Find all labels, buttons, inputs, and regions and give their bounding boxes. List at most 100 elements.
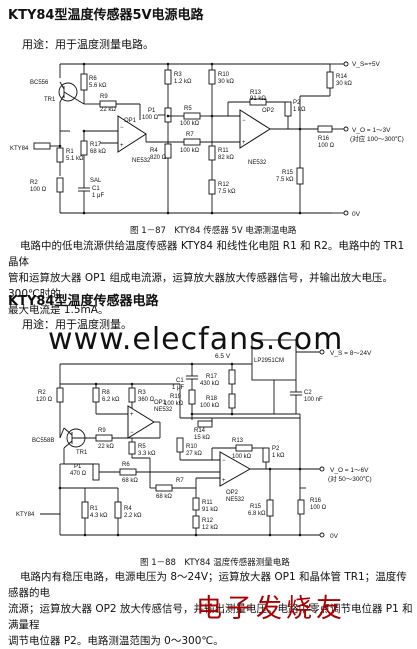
resistor-r13-2 (235, 444, 253, 452)
svg-text:+: + (120, 143, 124, 149)
label-kty84-2: KTY84 (16, 512, 35, 518)
value-p1: 100 Ω (142, 115, 159, 121)
value-r3: 1.2 kΩ (174, 79, 192, 85)
label-r2-2: R2 (38, 390, 46, 396)
label-r3: R3 (174, 72, 182, 78)
label-r17-2: R17 (206, 374, 218, 380)
label-vs: V_S=+5V (352, 61, 380, 68)
resistor-r16 (317, 125, 333, 133)
label-r10-2: R10 (186, 444, 198, 450)
label-r14-2: R14 (194, 428, 206, 434)
resistor-r1 (56, 147, 64, 163)
value-p1-2: 470 Ω (70, 471, 87, 477)
value-r12: 7.5 kΩ (218, 189, 236, 195)
label-p1: P1 (148, 108, 156, 114)
label-kty84: KTY84 (10, 146, 29, 152)
label-r9: R9 (100, 94, 108, 100)
resistor-r7-2 (155, 484, 173, 492)
value-r13: 91 kΩ (250, 96, 266, 102)
label-tr1-2: TR1 (76, 450, 88, 456)
regulator-lp2951 (251, 339, 297, 381)
value-p2: 1 kΩ (293, 107, 306, 113)
label-r11-2: R11 (202, 500, 213, 506)
value-r8-2: 6.2 kΩ (102, 397, 120, 403)
value-r11: 82 kΩ (218, 155, 234, 161)
opamp-op1-2 (127, 405, 155, 439)
potentiometer-p2 (284, 101, 292, 117)
svg-text:+: + (242, 140, 246, 146)
label-ne532-op2-2: NE532 (226, 497, 245, 503)
resistor-r14-2 (197, 420, 213, 428)
label-r3-2: R3 (138, 390, 146, 396)
svg-text:−: − (120, 125, 124, 131)
label-r16: R16 (318, 136, 330, 142)
value-r17-2: 430 kΩ (200, 381, 220, 387)
watermark-url: www.elecfans.com (48, 322, 344, 357)
label-6v5: 6.5 V (215, 353, 231, 360)
label-r1-2: R1 (90, 506, 98, 512)
value-r5: 100 kΩ (180, 121, 200, 127)
value-r9-2: 22 kΩ (98, 444, 114, 450)
circuit-diagram-2: LP2951CM 6.5 V V_S = 8～24V R17 430 kΩ R1… (16, 339, 372, 540)
value-r14-2: 15 kΩ (194, 435, 210, 441)
opamp-op2 (239, 109, 271, 149)
value-r6: 5.6 kΩ (89, 83, 107, 89)
resistor-r12-2 (192, 515, 200, 529)
label-p2: P2 (293, 100, 301, 106)
resistor-r3-2 (128, 387, 136, 403)
label-lp2951: LP2951CM (254, 358, 284, 364)
value-r2-2: 120 Ω (36, 397, 53, 403)
label-vs2: V_S = 8～24V (330, 350, 372, 357)
label-r2: R2 (30, 180, 38, 186)
resistor-r4-2 (114, 501, 122, 519)
resistor-r8-2 (92, 387, 100, 403)
label-p2-2: P2 (272, 446, 280, 452)
paragraph-1: 电路中的低电流源供给温度传感器 KTY84 和线性化电阻 R1 和 R2。电路中… (8, 238, 413, 318)
label-0v-2: 0V (330, 533, 339, 540)
resistor-r5-2 (128, 441, 136, 455)
value-r1-2: 4.3 kΩ (90, 513, 108, 519)
label-r15: R15 (282, 170, 294, 176)
label-r18: R18 (206, 396, 218, 402)
label-r5-2: R5 (138, 444, 146, 450)
resistor-r3 (164, 69, 172, 85)
label-sal: SAL (90, 178, 102, 184)
resistor-r10-2 (176, 437, 184, 453)
value-r2: 100 Ω (30, 187, 47, 193)
resistor-r11-2 (192, 497, 200, 511)
resistor-r6 (80, 73, 88, 91)
resistor-r7 (183, 138, 201, 146)
value-r14: 30 kΩ (336, 81, 352, 87)
paragraph-1-line-2: 管和运算放大器 OP1 组成电流源，运算放大器放大传感器信号，并输出放大电压。3… (8, 272, 393, 300)
svg-text:−: − (242, 118, 246, 124)
label-r10: R10 (218, 72, 230, 78)
value-r4-2: 2.2 kΩ (124, 513, 142, 519)
value-r15: 7.5 kΩ (276, 177, 294, 183)
label-r15-2: R15 (250, 504, 262, 510)
value-r10: 30 kΩ (218, 79, 234, 85)
value-r5-2: 3.3 kΩ (138, 451, 156, 457)
value-r12-2: 12 kΩ (202, 525, 218, 531)
resistor-r15 (296, 167, 304, 185)
resistor-r15-2 (266, 499, 274, 517)
svg-text:+: + (130, 412, 134, 418)
section1-title: KTY84型温度传感器5V电源电路 (8, 8, 204, 23)
value-r16: 100 Ω (318, 143, 335, 149)
label-c1: C1 (92, 186, 100, 192)
value-c2: 100 nF (304, 397, 323, 403)
resistor-r1-2 (81, 501, 89, 519)
label-r8-2: R8 (102, 390, 110, 396)
label-c1-2: C1 (176, 378, 184, 384)
value-r11-2: 91 kΩ (202, 507, 218, 513)
resistor-r14 (326, 71, 334, 89)
opamp-op1 (117, 115, 147, 153)
svg-text:+: + (222, 478, 226, 484)
value-r1: 5.1 kΩ (66, 156, 84, 162)
resistor-r2-2 (56, 387, 64, 403)
value-r9: 22 kΩ (100, 107, 116, 113)
value-r7-2: 68 kΩ (156, 494, 172, 500)
value-r10-2: 27 kΩ (186, 451, 202, 457)
sensor-kty84 (33, 142, 51, 150)
label-ne532-op1: NE532 (132, 158, 151, 164)
section2-title: KTY84型温度传感器电路 (8, 294, 159, 309)
